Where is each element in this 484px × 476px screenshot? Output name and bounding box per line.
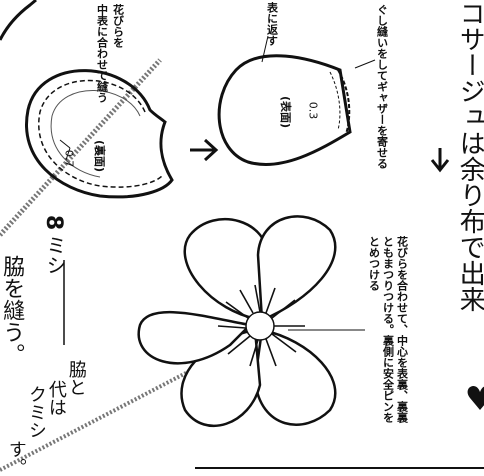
flower-petal-3: [253, 328, 337, 426]
bottom-annotation-line1: 花びらを合わせて、中心を表裏、裏裏: [395, 236, 409, 423]
step-number: 8: [41, 214, 67, 231]
right-petal-gather-inner: [329, 71, 341, 131]
right-petal-size: 0.3: [306, 101, 320, 120]
flower-stamens: [217, 284, 305, 367]
page-corner-curve: [0, 0, 37, 41]
left-instruction-text: 脇を縫う。: [0, 255, 25, 465]
flower-petal-1: [183, 218, 270, 322]
right-petal-outline: [217, 54, 352, 166]
pointer-line: [59, 139, 71, 161]
left-line-5: クミシ: [25, 385, 47, 439]
bottom-annotation-line2: ともまつりつける。裏側に安全ピンを: [381, 236, 395, 423]
right-petal-gather: [337, 69, 351, 135]
flip-annotation: 表に返す: [265, 2, 279, 46]
left-petal-diagram: [25, 69, 174, 199]
left-line-6: す。: [5, 440, 27, 476]
left-instruction-text-2: ミシ: [43, 235, 67, 335]
diagonal-divider: [0, 58, 162, 237]
left-petal-seam: [38, 79, 163, 188]
left-instruction-text-3: 脇と: [65, 360, 87, 470]
right-arrow: [190, 138, 219, 162]
left-petal-face: (裏面): [93, 139, 107, 173]
flower-petal-5: [137, 310, 253, 365]
leader-line-flip: [261, 35, 269, 63]
left-line-1: ミシ: [43, 235, 67, 275]
heading-mark-icon: [467, 385, 484, 410]
top-annotation-line2: 中表に合わせて縫う: [95, 4, 109, 103]
leader-line-gather: [354, 59, 376, 69]
flower-center: [245, 311, 275, 341]
cosarge-heading-text: コサージュは余り布で出来: [455, 0, 484, 312]
left-petal-size: 0.7: [62, 149, 76, 168]
left-line-4: 代は: [45, 380, 67, 416]
top-annotation-line1: 花びらを: [111, 4, 125, 48]
right-petal-diagram: [217, 35, 376, 166]
gather-annotation: ぐし縫いをしてギャザーを寄せる: [375, 4, 389, 169]
flower-petal-2: [256, 215, 337, 322]
left-petal-inner-line: [50, 90, 141, 178]
bottom-annotation-line3: とめつける: [367, 236, 381, 291]
left-petal-outline: [25, 69, 174, 199]
left-instruction-text-4: 代は: [45, 380, 67, 470]
cosarge-heading: コサージュは余り布で出来: [455, 0, 484, 372]
left-line-2: 脇を縫う。: [0, 255, 25, 365]
down-arrow: [430, 148, 450, 173]
left-instruction-text-5: クミシ: [25, 385, 47, 471]
right-petal-face: (表面): [279, 95, 293, 129]
left-line-3: 脇と: [65, 360, 87, 396]
left-instruction-text-6: す。: [6, 440, 27, 476]
flower-diagram: [137, 215, 365, 427]
